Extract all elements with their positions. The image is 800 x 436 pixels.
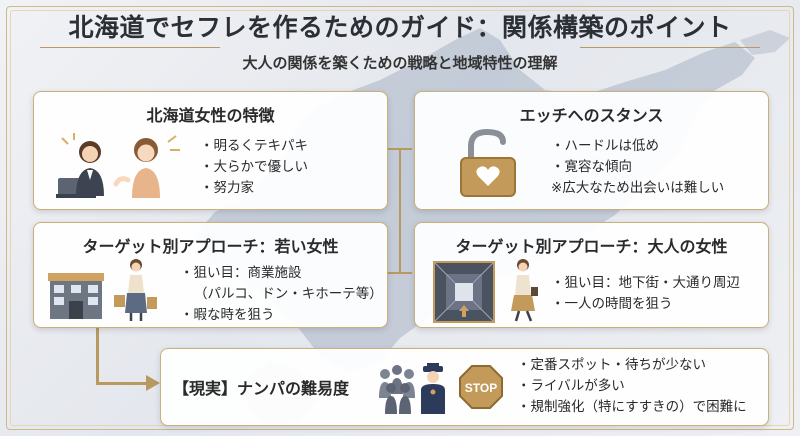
card-title: エッチへのスタンス [519,106,664,125]
flow-arrow-horizontal [96,382,148,385]
list-item: 大らかで優しい [200,157,309,178]
connector-cap-top [388,148,412,150]
list-item: ハードルは低め [551,136,724,157]
list-item: ライバルが多い [517,376,747,397]
card-stance: エッチへのスタンス ハードルは低め 寛容な傾向 ※広大なため出会いは難しい [414,91,769,210]
crowd-police-illustration [379,363,445,414]
card-title: 北海道女性の特徴 [146,106,275,125]
card-title: ターゲット別アプローチ：若い女性 [82,237,339,256]
list-item: 暇な時を狙う [180,305,383,326]
shopping-mall-icon [48,273,104,319]
list-item: 一人の時間を狙う [551,294,740,315]
hokkaido-women-list: 明るくテキパキ 大らかで優しい 努力家 [200,136,309,199]
vertical-connector [399,148,401,274]
stop-sign-icon: STOP [459,365,503,409]
young-women-list: 狙い目：商業施設 （パルコ、ドン・キホーテ等） 暇な時を狙う [180,263,383,326]
women-chatting-illustration [56,133,180,198]
shopping-woman-illustration [114,259,157,321]
page-title: 北海道でセフレを作るためのガイド：関係構築のポイント [68,13,732,42]
connector-cap-bottom [388,272,412,274]
list-item: 明るくテキパキ [200,136,309,157]
reality-list: 定番スポット・待ちが少ない ライバルが多い 規制強化（特にすすきの）で困難に [517,355,747,418]
stop-sign-text: STOP [465,381,497,395]
list-item-continuation: （パルコ、ドン・キホーテ等） [194,286,383,302]
list-item: 狙い目：地下街・大通り周辺 [551,273,741,294]
card-young-women: ターゲット別アプローチ：若い女性 狙い目：商業施設 （パルコ、ドン・キホーテ等）… [33,222,388,328]
list-item: 狙い目：商業施設 [180,263,383,284]
underground-passage-icon [433,261,495,323]
note-item: ※広大なため出会いは難しい [551,180,725,196]
title-rule-left [40,47,220,48]
list-item: 寛容な傾向 [551,157,724,178]
card-title: 【現実】ナンパの難易度 [173,379,350,398]
adult-women-list: 狙い目：地下街・大通り周辺 一人の時間を狙う [551,273,741,315]
card-hokkaido-women: 北海道女性の特徴 明るくテキパキ 大らかで優しい 努力家 [33,91,388,210]
title-rule-right [580,47,760,48]
page-subtitle: 大人の関係を築くための戦略と地域特性の理解 [242,54,558,72]
card-title: ターゲット別アプローチ：大人の女性 [455,237,728,256]
open-padlock-heart-icon [460,128,516,197]
card-reality: 【現実】ナンパの難易度 STOP 定番スポット・待ちが少ない ライバルが多い 規… [160,348,769,426]
walking-woman-illustration [511,259,538,322]
stance-list: ハードルは低め 寛容な傾向 ※広大なため出会いは難しい [551,136,724,199]
list-item: 規制強化（特にすすきの）で困難に [517,397,747,418]
flow-arrow-vertical [96,326,99,384]
list-item: 定番スポット・待ちが少ない [517,355,747,376]
card-adult-women: ターゲット別アプローチ：大人の女性 狙い目：地下街・大通り周辺 一人の時間を狙う [414,222,769,328]
list-item: 努力家 [200,178,308,199]
flow-arrow-head [146,375,160,391]
